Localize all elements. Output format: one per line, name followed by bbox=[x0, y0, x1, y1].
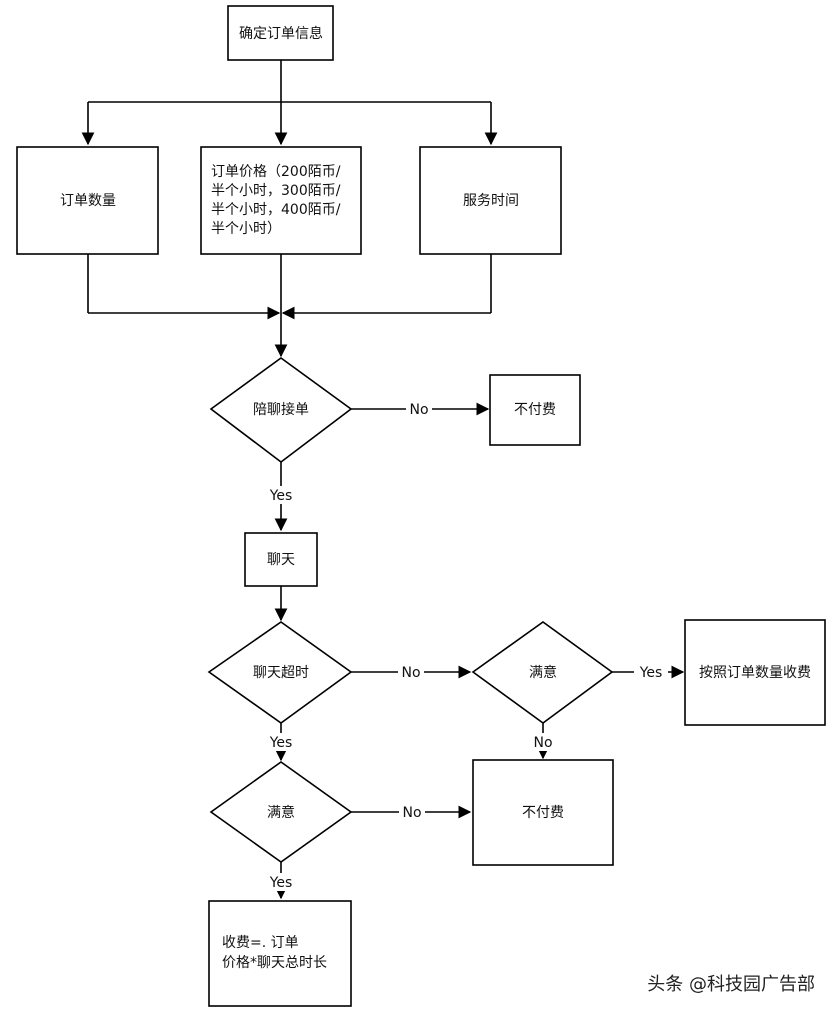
node-no-pay-1: 不付费 bbox=[514, 402, 556, 418]
node-service-time-box bbox=[419, 146, 562, 255]
shapes bbox=[16, 5, 826, 1007]
node-satisfied-1: 满意 bbox=[529, 664, 557, 681]
node-order-quantity-box bbox=[16, 146, 159, 255]
edge-label-bg bbox=[398, 663, 424, 681]
node-satisfied-2: 满意 bbox=[267, 804, 295, 821]
node-chat-timeout-diamond bbox=[207, 621, 353, 724]
node-charge-quantity: 按照订单数量收费 bbox=[699, 665, 811, 681]
edge-label-bg bbox=[264, 486, 298, 504]
edge-label-accept-yes: Yes bbox=[269, 488, 293, 504]
edge-label-satisfied1-yes: Yes bbox=[639, 665, 663, 681]
node-accept-order: 陪聊接单 bbox=[253, 401, 309, 418]
node-chat-box bbox=[244, 532, 318, 587]
edge-label-bg bbox=[531, 733, 555, 751]
edge-label-satisfied2-yes: Yes bbox=[269, 875, 293, 891]
edge-label-satisfied1-no: No bbox=[533, 735, 552, 751]
node-order-quantity: 订单数量 bbox=[60, 193, 116, 209]
node-order-price-line-3: 半个小时，400陌币/ bbox=[211, 202, 341, 218]
node-fee-formula-box bbox=[208, 900, 352, 1007]
node-accept-order-diamond bbox=[209, 357, 353, 464]
edge-label-bg bbox=[264, 873, 298, 891]
node-satisfied-1-diamond bbox=[471, 621, 614, 724]
edge-label-satisfied2-no: No bbox=[402, 805, 421, 821]
node-satisfied-2-diamond bbox=[209, 761, 353, 863]
node-no-pay-1-box bbox=[489, 374, 581, 446]
node-service-time: 服务时间 bbox=[463, 193, 519, 209]
node-fee-formula-line-1: 收费=. 订单 bbox=[222, 935, 299, 951]
edge-label-accept-no: No bbox=[409, 402, 428, 418]
node-order-price-line-4: 半个小时） bbox=[211, 221, 281, 237]
watermark-text: 头条 @科技园广告部 bbox=[647, 974, 815, 995]
node-order-price-line-2: 半个小时，300陌币/ bbox=[211, 183, 341, 199]
edge-label-timeout-no: No bbox=[401, 665, 420, 681]
node-confirm-order: 确定订单信息 bbox=[239, 25, 323, 42]
edge-label-bg bbox=[634, 663, 668, 681]
node-no-pay-2: 不付费 bbox=[522, 805, 564, 821]
edge-label-timeout-yes: Yes bbox=[269, 735, 293, 751]
node-charge-quantity-box bbox=[684, 619, 826, 726]
node-order-price-box bbox=[200, 146, 362, 255]
edge-label-bg bbox=[399, 803, 425, 821]
node-no-pay-2-box bbox=[472, 759, 614, 866]
node-order-price-line-1: 订单价格（200陌币/ bbox=[211, 164, 341, 180]
edge-label-bg bbox=[264, 733, 298, 751]
node-confirm-order-box bbox=[227, 5, 334, 61]
edge-label-bg bbox=[406, 400, 432, 418]
node-chat-timeout: 聊天超时 bbox=[253, 665, 309, 681]
node-fee-formula-line-2: 价格*聊天总时长 bbox=[222, 955, 327, 971]
node-chat: 聊天 bbox=[267, 552, 295, 568]
